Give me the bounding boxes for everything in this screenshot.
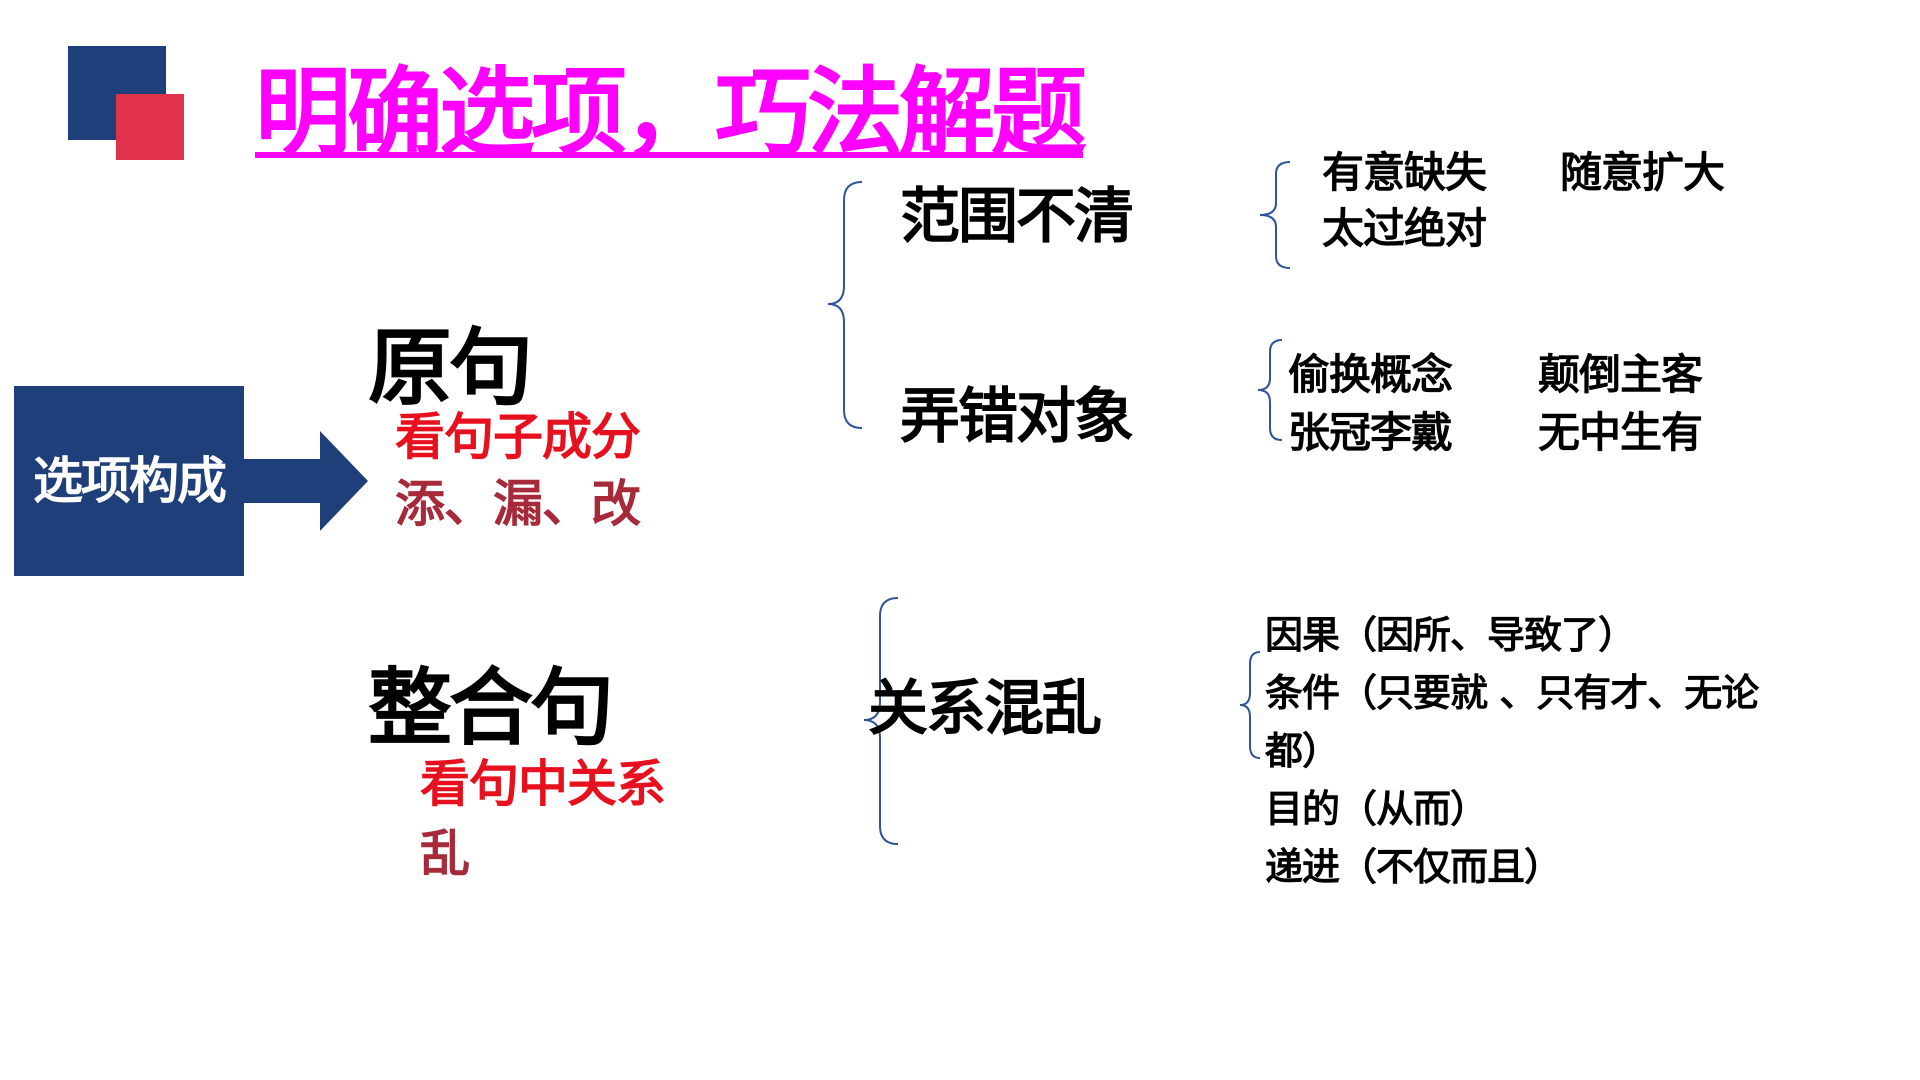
options-composition-label: 选项构成 (33, 452, 227, 510)
brace-original (827, 181, 863, 429)
scope-item: 太过绝对 (1322, 204, 1487, 253)
category-object-label: 弄错对象 (900, 382, 1134, 452)
relation-item: 递进（不仅而且） (1265, 845, 1562, 889)
original-sentence-errors: 添、漏、改 (395, 475, 641, 533)
object-item: 张冠李戴 (1288, 408, 1453, 457)
relation-item: 目的（从而） (1265, 787, 1488, 831)
object-item: 颠倒主客 (1538, 350, 1703, 399)
brace-object (1257, 339, 1283, 441)
object-item: 偷换概念 (1288, 350, 1453, 399)
category-scope-label: 范围不清 (900, 182, 1134, 252)
decor-square-red (116, 94, 184, 160)
integrated-sentence-note: 看句中关系 (420, 755, 666, 813)
brace-relation (1239, 651, 1261, 759)
options-composition-box: 选项构成 (14, 386, 244, 576)
category-relation-label: 关系混乱 (868, 674, 1102, 744)
right-arrow-icon (240, 431, 368, 531)
original-sentence-note: 看句子成分 (395, 408, 641, 466)
relation-item: 因果（因所、导致了） (1265, 613, 1636, 657)
object-item: 无中生有 (1538, 408, 1703, 457)
relation-item: 条件（只要就 、只有才、无论 (1265, 671, 1759, 715)
scope-item: 有意缺失 (1322, 148, 1487, 197)
page-title: 明确选项，巧法解题 (255, 57, 1087, 169)
brace-integrated (863, 597, 899, 845)
scope-item: 随意扩大 (1560, 148, 1725, 197)
relation-item: 都） (1265, 729, 1340, 773)
integrated-sentence-label: 整合句 (368, 659, 614, 757)
integrated-sentence-error: 乱 (420, 825, 470, 883)
original-sentence-label: 原句 (368, 319, 533, 417)
brace-scope (1259, 161, 1291, 269)
